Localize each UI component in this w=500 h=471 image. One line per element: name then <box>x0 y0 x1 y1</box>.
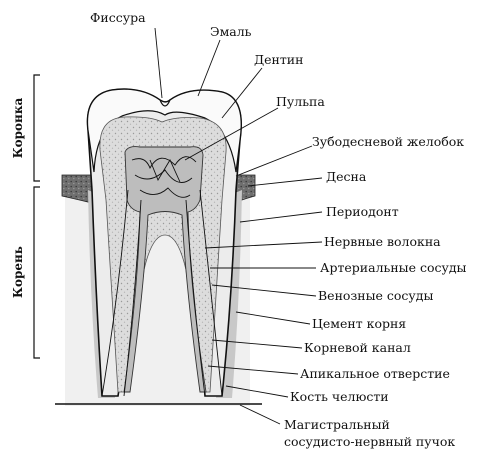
root-bracket <box>33 186 40 359</box>
crown-side-label: Коронка <box>11 98 25 159</box>
label-root-canal: Корневой канал <box>304 340 411 355</box>
label-enamel: Эмаль <box>210 24 252 39</box>
label-dentin: Дентин <box>254 52 303 67</box>
label-fissure: Фиссура <box>90 10 146 25</box>
label-periodontium: Периодонт <box>326 204 399 219</box>
label-arterial-vessels: Артериальные сосуды <box>320 260 467 275</box>
root-side-label: Корень <box>11 246 25 298</box>
label-apical-foramen: Апикальное отверстие <box>300 366 450 381</box>
nerve-network <box>101 156 223 397</box>
label-jaw-bone: Кость челюсти <box>290 389 389 404</box>
fissure <box>159 99 171 107</box>
leader-lines <box>154 27 323 425</box>
label-nerve-fibers: Нервные волокна <box>324 234 441 249</box>
enamel <box>86 88 242 173</box>
label-bundle-line2: сосудисто-нервный пучок <box>284 434 455 449</box>
label-venous-vessels: Венозные сосуды <box>318 288 433 303</box>
label-gum: Десна <box>326 169 367 184</box>
label-bundle-line1: Магистральный <box>284 417 390 432</box>
label-root-cementum: Цемент корня <box>312 316 406 331</box>
label-gingival-groove: Зубодесневой желобок <box>312 134 464 149</box>
label-pulp: Пульпа <box>276 94 325 109</box>
pulp <box>123 146 207 393</box>
crown-bracket <box>33 74 40 182</box>
